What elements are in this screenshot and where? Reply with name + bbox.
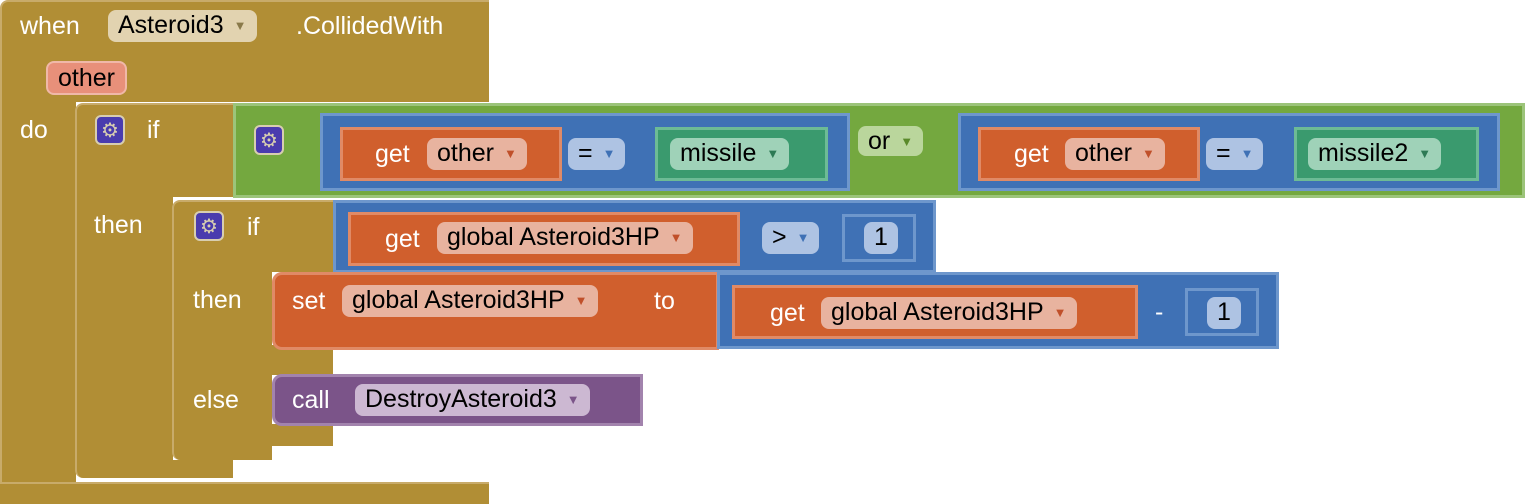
if-block-inner-arm [172, 270, 272, 460]
or-operator-dropdown[interactable]: or ▼ [858, 126, 924, 156]
dropdown-arrow-icon: ▼ [766, 146, 780, 162]
mutator-gear-icon[interactable]: ⚙ [254, 125, 284, 155]
number-field[interactable]: 1 [864, 222, 898, 254]
operator: = [1216, 139, 1231, 167]
if-block-outer-bottom [170, 460, 233, 478]
var-dropdown[interactable]: global Asteroid3HP ▼ [342, 285, 598, 317]
dropdown-arrow-icon: ▼ [574, 293, 588, 309]
dropdown-arrow-icon: ▼ [1418, 146, 1432, 162]
var-dropdown[interactable]: other ▼ [427, 138, 527, 170]
operator-dropdown[interactable]: >▼ [762, 222, 820, 254]
var-dropdown[interactable]: other ▼ [1065, 138, 1165, 170]
number-field[interactable]: 1 [1207, 297, 1241, 329]
event-block-bottom [0, 482, 489, 504]
text-dropdown[interactable]: missile ▼ [670, 138, 790, 170]
var-name: global Asteroid3HP [831, 298, 1044, 326]
operator-dropdown[interactable]: =▼ [568, 138, 626, 170]
text-value: missile2 [1318, 139, 1409, 167]
var-dropdown[interactable]: global Asteroid3HP ▼ [437, 222, 693, 254]
set-label: set [292, 287, 326, 315]
get-label: get [375, 140, 410, 168]
if-block-outer-arm [75, 195, 173, 478]
event-block-left-arm [0, 100, 76, 504]
dropdown-arrow-icon: ▼ [503, 146, 517, 162]
get-label: get [770, 299, 805, 327]
dropdown-arrow-icon: ▼ [669, 230, 683, 246]
dropdown-arrow-icon: ▼ [1141, 146, 1155, 162]
if-block-inner-mid [268, 345, 333, 375]
dropdown-arrow-icon: ▼ [233, 18, 247, 34]
procedure-dropdown[interactable]: DestroyAsteroid3 ▼ [355, 384, 590, 416]
then-label: then [94, 211, 143, 239]
or-label: or [868, 127, 891, 155]
when-label: when [20, 12, 80, 40]
if-label: if [247, 213, 260, 241]
mutator-gear-icon[interactable]: ⚙ [194, 211, 224, 241]
get-label: get [385, 225, 420, 253]
do-label: do [20, 116, 48, 144]
component-dropdown[interactable]: Asteroid3 ▼ [108, 10, 257, 42]
param-other[interactable]: other [46, 61, 127, 95]
var-name: other [1075, 139, 1132, 167]
component-name: Asteroid3 [118, 11, 224, 39]
dropdown-arrow-icon: ▼ [566, 392, 580, 408]
get-label: get [1014, 140, 1049, 168]
text-dropdown[interactable]: missile2 ▼ [1308, 138, 1442, 170]
var-dropdown[interactable]: global Asteroid3HP ▼ [821, 297, 1077, 329]
procedure-name: DestroyAsteroid3 [365, 385, 557, 413]
event-name: .CollidedWith [296, 12, 444, 40]
else-label: else [193, 386, 239, 414]
if-label: if [147, 116, 160, 144]
minus-label: - [1155, 298, 1164, 326]
dropdown-arrow-icon: ▼ [602, 146, 616, 162]
mutator-gear-icon[interactable]: ⚙ [95, 115, 125, 145]
operator-dropdown[interactable]: =▼ [1206, 138, 1264, 170]
operator: = [578, 139, 593, 167]
var-name: global Asteroid3HP [447, 223, 660, 251]
text-value: missile [680, 139, 757, 167]
then-label: then [193, 286, 242, 314]
var-name: global Asteroid3HP [352, 286, 565, 314]
dropdown-arrow-icon: ▼ [900, 134, 914, 150]
if-block-inner-bottom [268, 424, 333, 446]
operator: > [772, 223, 787, 251]
call-label: call [292, 386, 330, 414]
var-name: other [437, 139, 494, 167]
dropdown-arrow-icon: ▼ [796, 230, 810, 246]
dropdown-arrow-icon: ▼ [1053, 305, 1067, 321]
dropdown-arrow-icon: ▼ [1240, 146, 1254, 162]
to-label: to [654, 287, 675, 315]
